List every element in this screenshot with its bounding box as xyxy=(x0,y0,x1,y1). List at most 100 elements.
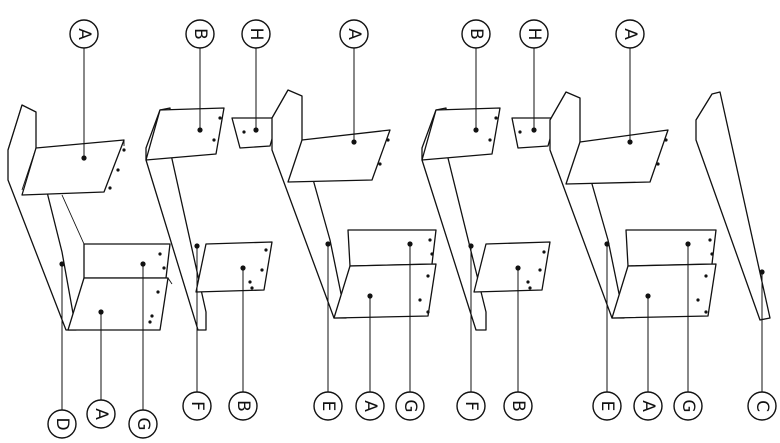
screw-hole xyxy=(426,274,430,278)
label-top-h-2-text: H xyxy=(524,28,544,41)
panel-e-2-edge xyxy=(549,91,567,121)
shelf-a-upper xyxy=(21,139,125,196)
screw-hole xyxy=(386,138,390,142)
divider-g-2 xyxy=(347,229,437,267)
leader-dot xyxy=(627,139,633,145)
leader-dot xyxy=(253,127,259,133)
label-top-b-2: B xyxy=(461,19,491,49)
shelf-a-upper-3 xyxy=(565,129,669,185)
label-bottom-g-2-text: G xyxy=(400,399,420,412)
panel-c-edge xyxy=(695,93,713,121)
label-bottom-a-2-text: A xyxy=(360,400,380,412)
leader-dot xyxy=(685,241,691,247)
leader-dot xyxy=(197,127,203,133)
shelf-a-lower-2 xyxy=(333,263,437,319)
leader-dot xyxy=(140,261,146,267)
label-bottom-b-2-text: B xyxy=(508,400,528,412)
label-bottom-a-2: A xyxy=(355,391,385,421)
label-bottom-a-1-text: A xyxy=(91,408,111,420)
assembly-1 xyxy=(7,104,173,331)
screw-hole xyxy=(248,280,252,284)
screw-hole xyxy=(518,130,522,134)
screw-hole xyxy=(250,286,254,290)
label-bottom-d: D xyxy=(47,409,77,439)
label-bottom-f-1: F xyxy=(182,391,212,421)
leader-dot xyxy=(468,243,474,249)
panel-e-1 xyxy=(271,89,347,319)
label-bottom-e-2: E xyxy=(592,391,622,421)
panel-d-edge xyxy=(7,104,23,151)
label-bottom-g-1-text: G xyxy=(133,417,153,430)
shelf-a-upper-2 xyxy=(287,129,391,183)
screw-hole xyxy=(260,268,264,272)
label-top-a-3-text: A xyxy=(620,28,640,40)
part-h-1 xyxy=(231,117,279,149)
label-bottom-g-3: G xyxy=(673,391,703,421)
leader-dot xyxy=(604,241,610,247)
screw-hole xyxy=(656,162,660,166)
screw-hole xyxy=(704,310,708,314)
label-bottom-d-text: D xyxy=(52,417,72,430)
screw-hole xyxy=(218,116,222,120)
leader-dot xyxy=(351,139,357,145)
leader-dot xyxy=(407,241,413,247)
shelf-b-lower-2 xyxy=(473,241,551,293)
leader-dot xyxy=(531,127,537,133)
screw-hole xyxy=(122,148,126,152)
panel-e-1-edge xyxy=(271,89,289,119)
part-h-2 xyxy=(511,117,557,149)
leader-dot xyxy=(98,309,104,315)
screw-hole xyxy=(212,138,216,142)
screw-hole xyxy=(156,290,160,294)
label-top-h-1-text: H xyxy=(246,28,266,41)
screw-hole xyxy=(378,162,382,166)
assembly-6 xyxy=(695,91,771,321)
leader-dot xyxy=(473,127,479,133)
label-bottom-a-3-text: A xyxy=(638,400,658,412)
label-top-a-1: A xyxy=(69,19,99,49)
screw-hole xyxy=(528,286,532,290)
panel-e-2 xyxy=(549,91,625,319)
assembly-4 xyxy=(421,107,557,331)
label-bottom-c-text: C xyxy=(752,400,772,412)
leader-dot xyxy=(325,241,331,247)
screw-hole xyxy=(162,266,166,270)
label-top-a-1-text: A xyxy=(74,28,94,40)
label-bottom-f-1-text: F xyxy=(187,401,207,411)
panel-d xyxy=(7,104,77,331)
label-bottom-e-1: E xyxy=(313,391,343,421)
screw-hole xyxy=(150,314,154,318)
divider-g-1 xyxy=(83,243,171,279)
screw-hole xyxy=(526,280,530,284)
label-top-b-1: B xyxy=(185,19,215,49)
screw-hole xyxy=(418,298,422,302)
screw-hole xyxy=(148,320,152,324)
screw-hole xyxy=(696,298,700,302)
assembly-2 xyxy=(145,107,279,331)
label-bottom-c: C xyxy=(747,391,777,421)
leader-dot xyxy=(645,293,651,299)
label-bottom-b-1-text: B xyxy=(233,400,253,412)
screw-hole xyxy=(542,250,546,254)
label-bottom-e-1-text: E xyxy=(318,401,338,412)
label-bottom-b-1: B xyxy=(228,391,258,421)
shelf-a-lower xyxy=(67,277,169,331)
label-bottom-g-1: G xyxy=(128,409,158,439)
label-top-a-2-text: A xyxy=(344,28,364,40)
screw-hole xyxy=(538,268,542,272)
screw-hole xyxy=(664,138,668,142)
label-bottom-g-2: G xyxy=(395,391,425,421)
leader-dot xyxy=(194,243,200,249)
shelf-b-upper-1 xyxy=(145,107,225,161)
leader-dot xyxy=(81,155,87,161)
screw-hole xyxy=(426,310,430,314)
screw-hole xyxy=(708,238,712,242)
shelf-b-upper-2 xyxy=(421,107,501,161)
label-bottom-f-2-text: F xyxy=(461,401,481,411)
shelf-b-lower-1 xyxy=(195,241,273,293)
screw-hole xyxy=(264,248,268,252)
leader-dot xyxy=(515,265,521,271)
label-top-b-2-text: B xyxy=(466,28,486,40)
assembly-5 xyxy=(549,91,717,319)
screw-hole xyxy=(710,252,714,256)
